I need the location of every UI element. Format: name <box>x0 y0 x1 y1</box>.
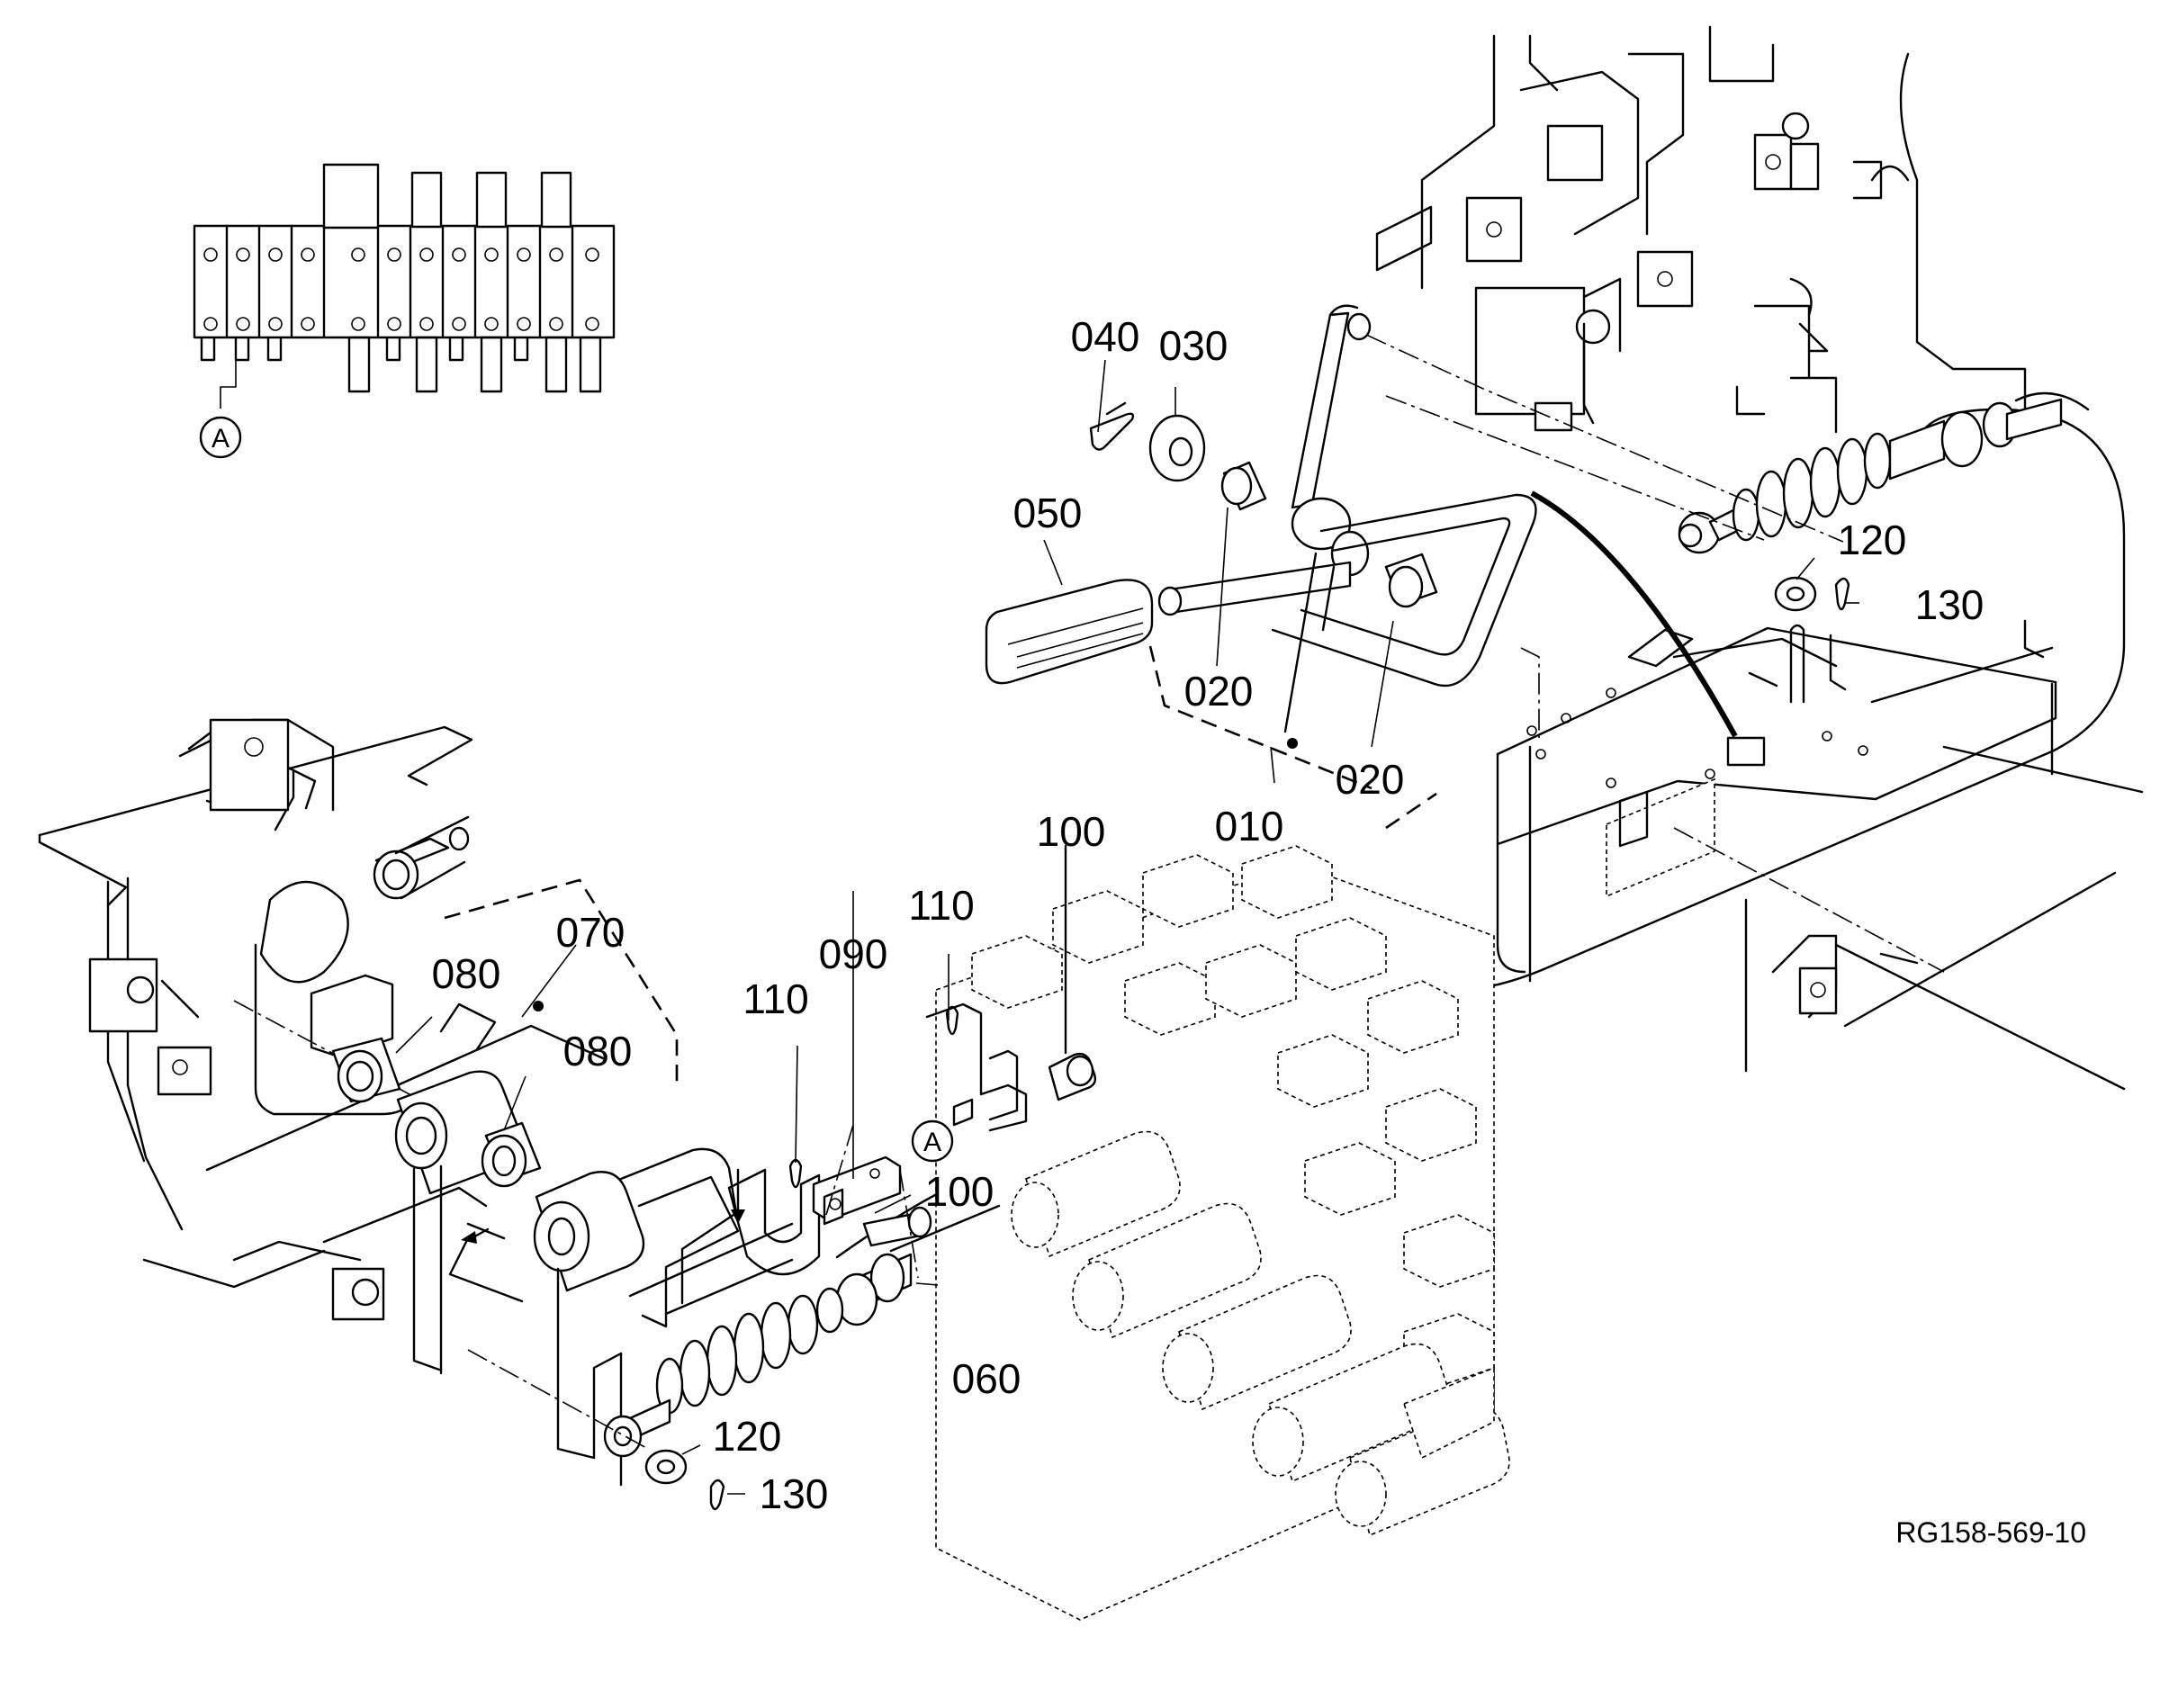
upper-pin-bracket <box>187 718 470 900</box>
floor-plate-cutout <box>1606 778 1715 898</box>
bushing-080-left <box>331 1037 401 1103</box>
callout-090: 090 <box>819 930 888 977</box>
valve-block-inset <box>193 163 616 409</box>
callout-020-lower: 020 <box>1336 756 1405 803</box>
callout-080-right: 080 <box>563 1028 633 1074</box>
callout-050: 050 <box>1013 490 1083 536</box>
bushing-020-upper <box>1220 461 1267 511</box>
floor-plate-holes <box>1526 688 1868 788</box>
callout-120-lower: 120 <box>713 1413 782 1460</box>
callout-110-lower: 110 <box>742 975 808 1022</box>
link-plate-090 <box>812 1155 902 1226</box>
bushing-020-lower <box>1384 553 1438 608</box>
pin-100-lower <box>862 1206 932 1247</box>
callout-040: 040 <box>1071 313 1140 360</box>
callout-110-upper: 110 <box>908 882 974 929</box>
callout-130-lower: 130 <box>760 1470 829 1517</box>
bushing-080-right <box>481 1121 542 1188</box>
lever-frame-assembly <box>1375 25 2027 434</box>
callout-080-left: 080 <box>432 950 501 997</box>
washer-030 <box>1148 414 1206 482</box>
spring-pin-040 <box>1089 401 1135 451</box>
clip-130-lower <box>709 1479 725 1511</box>
callout-130-upper: 130 <box>1915 581 1984 628</box>
washer-120-lower <box>644 1449 688 1485</box>
view-marker-inset: A <box>199 416 242 459</box>
floor-plate <box>1496 619 2144 1091</box>
view-marker-center: A <box>911 1119 954 1163</box>
lever-assembly-010 <box>1157 304 1844 738</box>
control-cable-lower <box>603 1204 1001 1458</box>
bracket-clip <box>1618 790 1649 848</box>
centerline-upper <box>1385 395 1945 973</box>
shaft-070 <box>394 1070 525 1375</box>
lever-knob-050 <box>985 579 1154 685</box>
side-frame-bracket <box>88 957 385 1321</box>
drawing-reference-code: RG158-569-10 <box>1895 1516 2086 1549</box>
washer-120-upper <box>1774 576 1817 612</box>
group-dot-070 <box>533 1001 544 1011</box>
group-bracket-070 <box>444 878 679 1082</box>
pin-upper <box>1789 624 1847 704</box>
svg-text:A: A <box>212 424 230 454</box>
callout-010: 010 <box>1215 803 1284 850</box>
callout-060: 060 <box>952 1355 1022 1402</box>
callout-030: 030 <box>1159 322 1228 369</box>
centerline-lower <box>467 1349 649 1450</box>
centerline-center <box>825 1124 919 1279</box>
valve-stack-ghost <box>935 845 1510 1621</box>
group-dot-010 <box>1287 738 1298 749</box>
callout-070: 070 <box>556 909 626 956</box>
leader-lines <box>395 359 1859 1495</box>
fork-bracket <box>628 1168 821 1316</box>
lever-bracket-center <box>925 1002 1028 1132</box>
clip-110-right <box>945 1005 959 1036</box>
callout-100-upper: 100 <box>1037 808 1106 855</box>
clip-130-upper <box>1834 577 1850 611</box>
cable-fitting-center <box>1048 1052 1097 1101</box>
svg-text:A: A <box>923 1128 941 1157</box>
clip-110-left <box>788 1158 803 1189</box>
lever-arm-lower <box>448 1147 740 1487</box>
group-bracket-010 <box>1148 645 1437 830</box>
cable-guide-arc <box>1530 490 1738 738</box>
callout-020-upper: 020 <box>1184 668 1254 715</box>
callout-100-lower: 100 <box>925 1168 994 1215</box>
callout-120-upper: 120 <box>1838 517 1907 563</box>
arrow-indicators <box>461 1168 745 1244</box>
